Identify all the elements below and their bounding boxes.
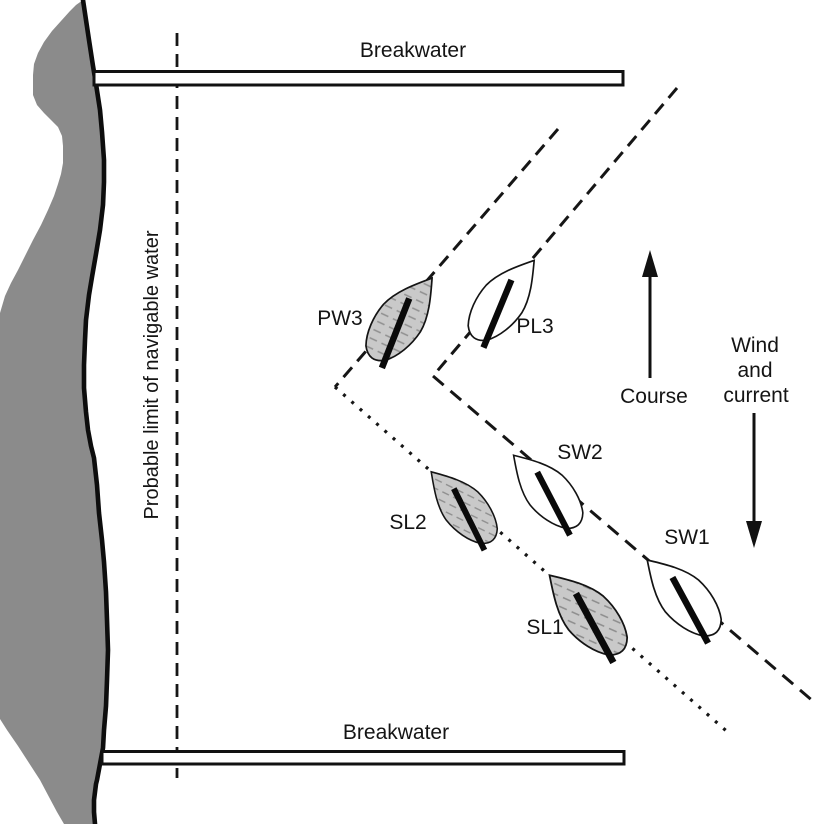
breakwater-bottom-label: Breakwater — [343, 721, 449, 744]
course-line-inner-lower-dotted — [333, 385, 733, 737]
boat-pw3 — [352, 263, 452, 373]
wind-current-arrow-head — [746, 521, 762, 548]
boat-sl2 — [414, 456, 510, 556]
course-arrow — [642, 250, 658, 378]
breakwater-top-label: Breakwater — [360, 39, 466, 62]
breakwater-bottom-bar — [100, 750, 626, 766]
course-arrow-head — [642, 250, 658, 277]
coastline-edge — [80, 0, 111, 824]
course-label: Course — [620, 385, 688, 408]
boat-pl3-label: PL3 — [516, 315, 553, 338]
wind-label-line2: and — [737, 359, 772, 382]
wind-current-arrow — [746, 413, 762, 548]
wind-label-line3: current — [723, 384, 789, 407]
boat-sw1-label: SW1 — [664, 526, 710, 549]
navigable-limit-label: Probable limit of navigable water — [141, 230, 163, 519]
course-line-outer-lower — [432, 374, 815, 704]
boat-sl1 — [531, 557, 641, 669]
boat-sl1-label: SL1 — [526, 616, 563, 639]
boat-sl2-label: SL2 — [389, 511, 426, 534]
boat-pw3-label: PW3 — [317, 307, 363, 330]
land-area — [0, 0, 108, 824]
wind-label-line1: Wind — [731, 334, 779, 357]
breakwater-top-bar — [92, 70, 625, 87]
boat-sw2-label: SW2 — [557, 441, 603, 464]
